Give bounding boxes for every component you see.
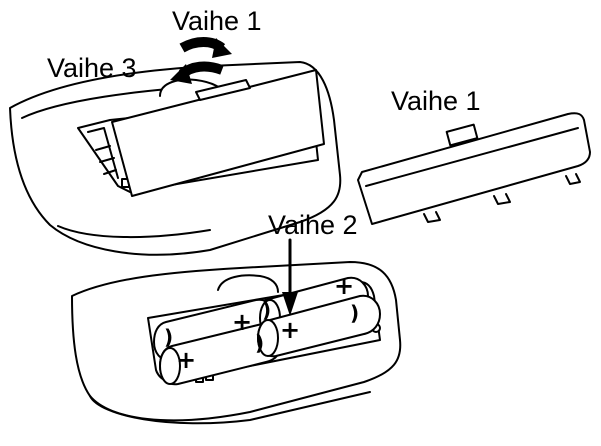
polarity-plus-upper-right: +: [334, 272, 354, 300]
step-3-label: Vaihe 3: [47, 53, 137, 83]
detached-battery-cover: [357, 112, 591, 225]
polarity-plus-upper-left: +: [232, 308, 252, 336]
polarity-plus-lower-right: +: [280, 316, 300, 344]
step-1-label-top: Vaihe 1: [172, 6, 262, 36]
lifted-battery-cover: [111, 69, 325, 197]
polarity-plus-lower-left: +: [176, 346, 196, 374]
polarity-minus-lower-right: ): [350, 301, 359, 325]
curved-arrow-right-icon: [179, 37, 232, 58]
step-1-label-right: Vaihe 1: [391, 86, 481, 116]
curved-arrow-left-icon: [170, 61, 224, 84]
step-2-label: Vaihe 2: [268, 210, 358, 240]
polarity-minus-lower-left: ): [255, 331, 264, 355]
polarity-minus-upper-left: ): [164, 325, 173, 349]
bottom-tab-latch: [217, 274, 279, 293]
down-arrow-icon: [282, 238, 298, 316]
polarity-minus-upper-right: ): [262, 298, 271, 322]
battery-lower-right: [257, 294, 381, 358]
